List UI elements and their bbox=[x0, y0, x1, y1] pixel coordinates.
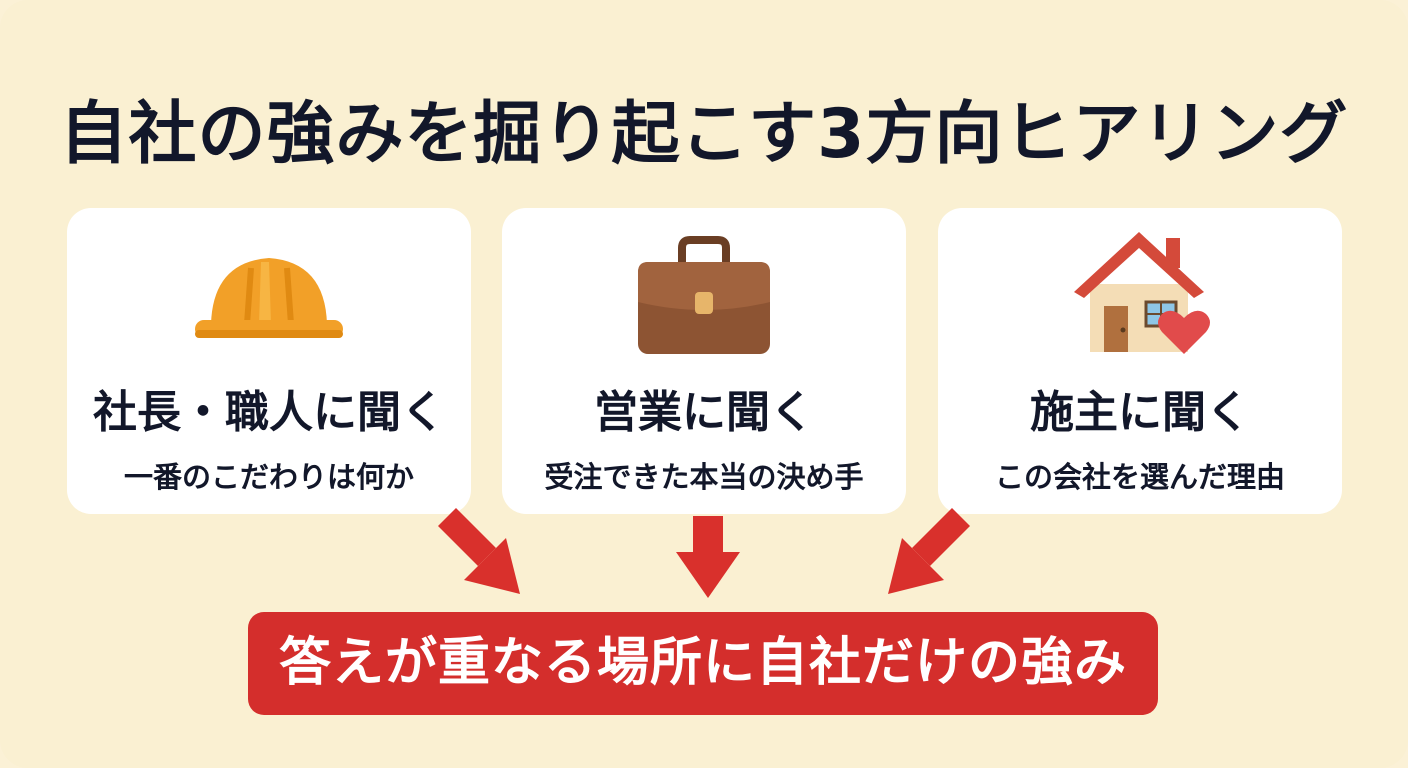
arrow-right bbox=[888, 508, 970, 594]
card-heading: 施主に聞く bbox=[1030, 387, 1250, 438]
card-heading: 社長・職人に聞く bbox=[93, 387, 445, 438]
arrow-left bbox=[438, 508, 520, 594]
hard-hat-icon bbox=[67, 232, 471, 362]
page-title: 自社の強みを掘り起こす3方向ヒアリング bbox=[59, 95, 1349, 174]
briefcase-icon bbox=[502, 232, 906, 362]
card-subtitle: 受注できた本当の決め手 bbox=[544, 460, 864, 494]
result-banner: 答えが重なる場所に自社だけの強み bbox=[248, 612, 1158, 715]
card-president-craftsman: 社長・職人に聞く 一番のこだわりは何か bbox=[67, 208, 471, 514]
card-client: 施主に聞く この会社を選んだ理由 bbox=[938, 208, 1342, 514]
card-subtitle: この会社を選んだ理由 bbox=[994, 460, 1285, 494]
arrow-center bbox=[676, 516, 740, 598]
house-heart-icon bbox=[938, 232, 1342, 362]
card-sales: 営業に聞く 受注できた本当の決め手 bbox=[502, 208, 906, 514]
card-heading: 営業に聞く bbox=[594, 387, 814, 438]
card-subtitle: 一番のこだわりは何か bbox=[123, 460, 414, 494]
